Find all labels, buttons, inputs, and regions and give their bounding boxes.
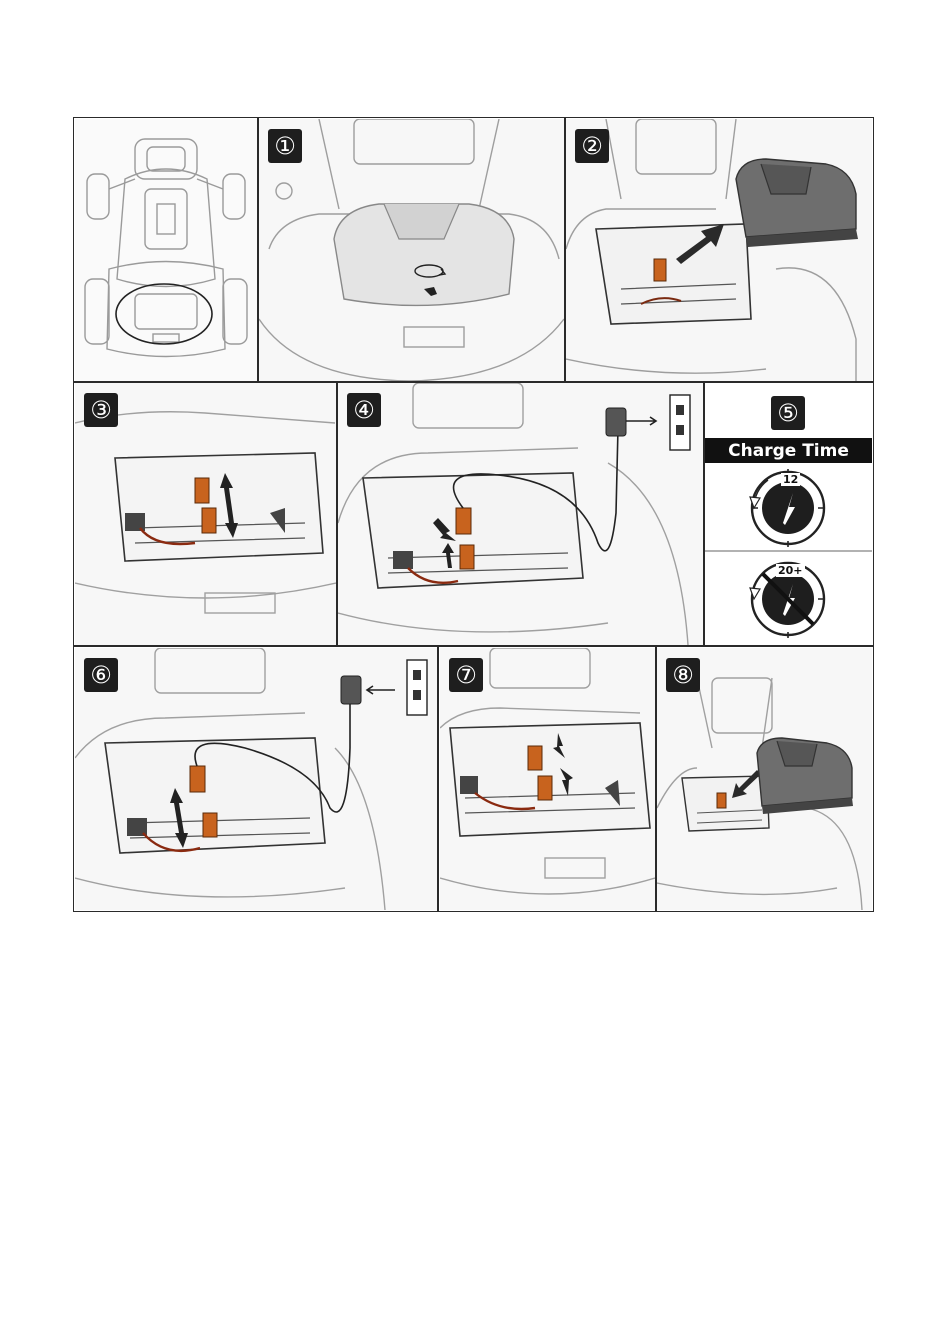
car-overview-illustration <box>75 119 257 381</box>
step-7-panel: ⑦ <box>440 648 655 910</box>
step-badge-6: ⑥ <box>84 658 118 692</box>
step-number: ⑦ <box>455 663 477 687</box>
step-8-panel: ⑧ <box>657 648 872 910</box>
charger-plug-connector <box>190 766 205 792</box>
battery-connector <box>460 545 474 569</box>
step-badge-8: ⑧ <box>666 658 700 692</box>
step-badge-4: ④ <box>347 393 381 427</box>
step-badge-3: ③ <box>84 393 118 427</box>
step-number: ⑥ <box>90 663 112 687</box>
wall-outlet <box>407 660 427 715</box>
grid-line <box>564 117 566 381</box>
step-number: ⑧ <box>672 663 694 687</box>
step-5-panel: ⑤ Charge Time 12 20+ <box>705 383 872 645</box>
charger-connect-illustration <box>338 383 703 645</box>
remove-cover-illustration <box>566 119 872 381</box>
step-number: ① <box>274 134 296 158</box>
step-1-panel: ① <box>259 119 564 381</box>
power-adapter <box>606 408 626 436</box>
charge-clocks <box>705 383 872 645</box>
upper-connector <box>195 478 209 503</box>
grid-line <box>73 381 874 383</box>
lower-connector <box>202 508 216 533</box>
grid-line <box>257 117 259 381</box>
battery-compartment <box>596 224 751 324</box>
step-badge-2: ② <box>575 129 609 163</box>
step-6-panel: ⑥ <box>75 648 437 910</box>
battery-connector <box>654 259 666 281</box>
upper-connector <box>528 746 542 770</box>
grid-line <box>336 381 338 647</box>
step-3-panel: ③ <box>75 383 336 645</box>
charge-hours-max: 20+ <box>776 564 805 577</box>
grid-line <box>437 645 439 912</box>
grid-line <box>703 381 705 647</box>
step-number: ③ <box>90 398 112 422</box>
step-number: ② <box>581 134 603 158</box>
seat-cover-illustration <box>259 119 564 381</box>
wall-outlet <box>670 395 690 450</box>
step-2-panel: ② <box>566 119 872 381</box>
battery-connector <box>717 793 726 808</box>
step-number: ④ <box>353 398 375 422</box>
battery-compartment <box>115 453 323 561</box>
grid-line <box>655 645 657 912</box>
power-adapter <box>341 676 361 704</box>
step-badge-1: ① <box>268 129 302 163</box>
step-badge-7: ⑦ <box>449 658 483 692</box>
overview-panel <box>75 119 257 381</box>
lower-connector <box>538 776 552 800</box>
battery-connector <box>203 813 217 837</box>
charge-hours-ok: 12 <box>781 473 800 486</box>
step-4-panel: ④ <box>338 383 703 645</box>
charger-disconnect-illustration <box>75 648 437 910</box>
charger-plug-connector <box>456 508 471 534</box>
grid-line <box>73 645 874 647</box>
